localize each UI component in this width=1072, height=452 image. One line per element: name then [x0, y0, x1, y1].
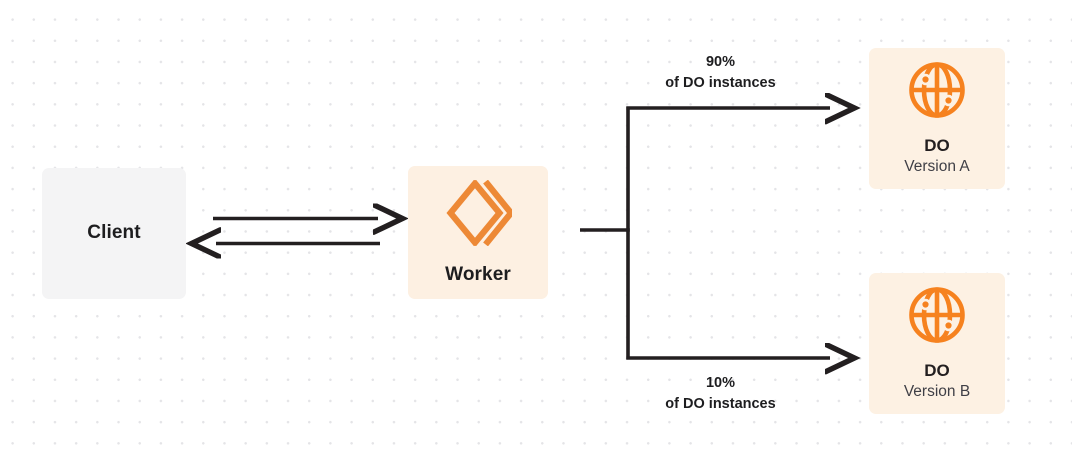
- globe-icon: [907, 285, 967, 350]
- cloudflare-workers-icon: [444, 179, 515, 251]
- node-worker-label: Worker: [445, 263, 511, 285]
- globe-icon: [907, 60, 967, 125]
- node-do-b-label: DO: [924, 360, 950, 380]
- edge-label-do-b: 10% of DO instances: [628, 373, 813, 415]
- node-client[interactable]: Client: [42, 168, 186, 299]
- edge-label-do-a: 90% of DO instances: [628, 52, 813, 94]
- edge-label-do-a-caption: of DO instances: [665, 75, 776, 92]
- node-do-version-a[interactable]: DO Version A: [869, 48, 1005, 189]
- edge-label-do-b-percent: 10%: [705, 375, 736, 391]
- edge-label-do-b-caption: of DO instances: [665, 396, 776, 413]
- node-worker[interactable]: Worker: [408, 166, 548, 299]
- node-do-b-sublabel: Version B: [903, 383, 971, 401]
- node-do-version-b[interactable]: DO Version B: [869, 273, 1005, 414]
- edge-label-do-a-percent: 90%: [705, 54, 736, 70]
- node-client-label: Client: [87, 222, 141, 244]
- node-do-a-label: DO: [924, 135, 950, 155]
- node-do-a-sublabel: Version A: [904, 158, 970, 176]
